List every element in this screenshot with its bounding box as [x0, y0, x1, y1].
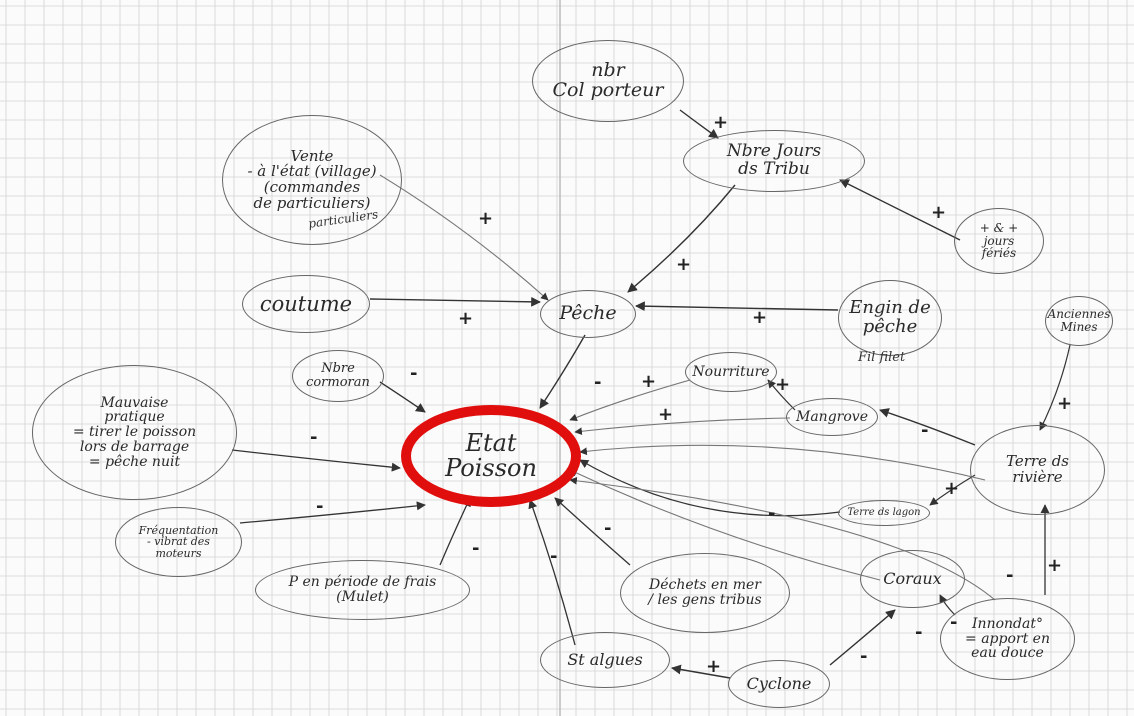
arrow-vente-peche [379, 174, 549, 301]
sign-plus: + [458, 308, 474, 329]
node-mauvaise-pratique: Mauvaise pratique = tirer le poisson lor… [32, 365, 237, 500]
node-dechets: Déchets en mer / les gens tribus [620, 553, 790, 633]
node-coraux: Coraux [860, 550, 965, 608]
sign-minus: - [594, 372, 602, 393]
arrow-mauvaise-etat [231, 449, 401, 472]
arrow-coraux-etat [569, 469, 881, 581]
arrow-frais-etat [439, 497, 471, 566]
node-mangrove: Mangrove [786, 398, 878, 436]
sign-minus: - [1006, 565, 1014, 586]
node-frequentation: Fréquentation - vibrat des moteurs [115, 507, 242, 577]
sign-minus: - [915, 622, 923, 643]
sign-plus: + [658, 404, 674, 425]
sign-minus: - [921, 420, 929, 441]
arrow-coutume-peche [369, 296, 541, 307]
node-cyclone: Cyclone [728, 660, 830, 708]
arrow-lagon-etat [579, 459, 841, 517]
node-engin-peche: Engin de pêche [838, 280, 942, 356]
node-st-algues: St algues [540, 632, 670, 688]
node-vente: Vente - à l'état (village) (commandes de… [222, 115, 402, 245]
sign-plus: + [752, 307, 768, 328]
sign-minus: - [472, 538, 480, 559]
sign-minus: - [310, 427, 318, 448]
sign-plus: + [706, 656, 722, 677]
arrow-algues-etat [528, 499, 576, 646]
arrow-terre-mangrove [879, 408, 976, 446]
sign-minus: - [316, 496, 324, 517]
sign-plus: + [775, 374, 791, 395]
node-colporteur: nbr Col porteur [532, 40, 684, 122]
arrow-jours-peche [627, 184, 736, 293]
sign-minus: - [768, 503, 776, 524]
node-periode-frais: P en période de frais (Mulet) [255, 560, 470, 620]
annotation-fil-filet: Fil filet [858, 350, 906, 365]
node-coutume: coutume [242, 275, 370, 333]
arrow-nourriture-etat [569, 379, 691, 422]
sign-minus: - [410, 363, 418, 384]
arrow-colporteur-jours [679, 109, 719, 139]
node-jours-feries: + & + jours fériés [954, 208, 1044, 274]
arrow-mines-terre [1039, 344, 1071, 431]
node-anciennes-mines: Anciennes Mines [1045, 296, 1113, 346]
arrow-engin-peche [635, 301, 839, 312]
arrow-mangrove-etat [574, 417, 791, 436]
arrow-terre-etat [579, 444, 986, 481]
node-etat-poisson: Etat Poisson [445, 428, 537, 482]
arrow-joursferies-jours [839, 179, 961, 241]
node-peche: Pêche [540, 290, 636, 338]
sign-plus: + [931, 202, 947, 223]
sign-plus: + [478, 208, 494, 229]
sign-plus: + [1047, 555, 1063, 576]
sign-minus: - [550, 546, 558, 567]
sign-plus: + [944, 478, 960, 499]
arrow-frequentation-etat [239, 501, 426, 524]
sign-plus: + [713, 112, 729, 133]
node-inondation: Innondat° = apport en eau douce [940, 598, 1075, 680]
sign-plus: + [641, 371, 657, 392]
sign-minus: - [950, 612, 958, 633]
node-terre-rivieres: Terre ds rivière [970, 425, 1105, 515]
node-terre-lagon: Terre ds lagon [838, 500, 930, 526]
sign-minus: - [604, 518, 612, 539]
node-nourriture: Nourriture [685, 352, 777, 392]
arrow-dechets-etat [554, 497, 631, 566]
arrow-cyclone-coraux [829, 609, 896, 666]
arrow-peche-etat [539, 334, 586, 409]
arrow-cyclone-algues [671, 664, 731, 679]
node-jours-tribu: Nbre Jours ds Tribu [683, 130, 865, 192]
sign-plus: + [676, 254, 692, 275]
etat-poisson-highlight [401, 405, 581, 507]
arrow-cormoran-etat [379, 381, 426, 413]
sign-minus: - [860, 646, 868, 667]
sign-plus: + [1057, 393, 1073, 414]
node-nbre-cormoran: Nbre cormoran [292, 350, 384, 402]
